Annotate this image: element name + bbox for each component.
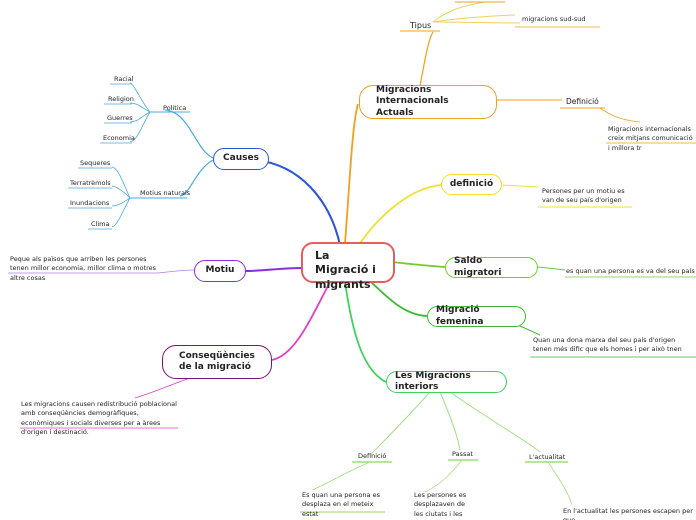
naturals-label[interactable]: Motius naturals <box>140 189 191 197</box>
branch-consequencies[interactable]: Conseqüències de la migració <box>162 345 272 379</box>
branch-femenina-label: Migració femenina <box>436 305 484 327</box>
branch-internacionals-label: Migracions Internacionals Actuals <box>376 85 449 118</box>
branch-consequencies-label: Conseqüències de la migració <box>179 350 255 372</box>
interiors-passat-text[interactable]: Les persones es desplazaven de les ciuta… <box>414 491 467 520</box>
branch-internacionals[interactable]: Migracions Internacionals Actuals <box>359 85 497 119</box>
edge-pol-economia <box>129 111 151 143</box>
femenina-text[interactable]: Quan una dona marxa del seu país d'orige… <box>533 336 682 356</box>
edge-interiors-passat-text <box>424 459 463 493</box>
interiors-definicio-label[interactable]: Definició <box>358 452 387 460</box>
branch-interiors[interactable]: Les Migracions interiors <box>386 371 507 393</box>
edge-int-tipus <box>419 31 434 87</box>
edge-interiors-actualitat <box>449 391 541 453</box>
edge-nat-sequeres <box>111 166 131 199</box>
edge-motiu-text <box>157 269 195 274</box>
politica-item-religion[interactable]: Religion <box>108 95 134 103</box>
edge-nat-inundacions <box>111 197 131 207</box>
tipus-label[interactable]: Tipus <box>410 21 432 30</box>
edge-cons-text <box>134 377 191 399</box>
politica-item-racial[interactable]: Racial <box>114 75 134 83</box>
interiors-definicio-text[interactable]: Es quan una persona es desplaza en el me… <box>302 491 380 518</box>
edge-saldo-text <box>537 266 566 271</box>
edge-definicio <box>359 184 442 244</box>
interiors-passat-label[interactable]: Passat <box>452 450 473 458</box>
edge-pol-religion <box>129 102 151 113</box>
branch-interiors-label: Les Migracions interiors <box>395 370 471 392</box>
branch-definicio-label: definició <box>449 178 494 189</box>
central-topic-label: La Migració i migrants <box>315 249 376 291</box>
edge-interiors-passat <box>439 391 461 451</box>
motiu-text[interactable]: Peque als països que arriben les persone… <box>10 255 157 282</box>
branch-definicio[interactable]: definició <box>441 174 502 195</box>
branch-saldo[interactable]: Saldo migratori <box>445 256 538 278</box>
politica-item-economia[interactable]: Economia <box>103 134 135 142</box>
branch-causes-label: Causes <box>223 153 259 164</box>
central-topic[interactable]: La Migració i migrants <box>301 242 395 291</box>
edge-tipus-up-1 <box>432 1 486 23</box>
branch-motiu[interactable]: Motiu <box>194 260 246 282</box>
edge-internacionals <box>344 103 359 244</box>
interiors-actualitat-label[interactable]: L'actualitat <box>529 453 566 461</box>
edge-tipus-up-2 <box>432 14 516 23</box>
internacionals-definicio-label[interactable]: Definició <box>566 97 599 106</box>
branch-motiu-label: Motiu <box>205 265 235 276</box>
politica-label[interactable]: Politica <box>163 104 187 112</box>
edge-interiors-definicio <box>369 391 431 456</box>
politica-item-guerres[interactable]: Guerres <box>107 114 133 122</box>
internacionals-definicio-text[interactable]: Migracions internacionals creix mitjans … <box>608 125 693 152</box>
edge-int-def-text <box>599 107 641 123</box>
edge-def-text <box>501 184 539 188</box>
edge-pol-guerres <box>129 111 151 123</box>
branch-causes[interactable]: Causes <box>213 148 269 170</box>
edge-interiors <box>344 281 387 383</box>
branch-femenina[interactable]: Migració femenina <box>427 305 526 327</box>
consequencies-text[interactable]: Les migracions causen redistribució pobl… <box>21 400 177 437</box>
edge-femenina <box>369 280 428 317</box>
saldo-text[interactable]: es quan una persona es va del seu país d… <box>566 267 696 275</box>
tipus-item-migracions-sud-sud[interactable]: migracions sud-sud <box>522 15 586 23</box>
interiors-actualitat-text[interactable]: En l'actualitat les persones escapen per… <box>563 507 693 520</box>
naturals-item-inundacions[interactable]: Inundacions <box>70 199 110 207</box>
edge-nat-clima <box>111 197 131 228</box>
naturals-item-clima[interactable]: Clima <box>91 220 110 228</box>
edge-tipus-item <box>432 21 521 24</box>
definicio-text[interactable]: Persones per un motiu es van de seu país… <box>542 187 625 205</box>
branch-saldo-label: Saldo migratori <box>454 256 502 278</box>
edge-interiors-def-text <box>311 461 371 491</box>
edge-consequencies <box>271 281 331 361</box>
naturals-item-sequeres[interactable]: Sequeres <box>80 159 111 167</box>
edge-causes <box>255 159 341 246</box>
edge-saldo <box>391 261 446 268</box>
edge-motiu <box>244 267 303 272</box>
edge-causes-naturals <box>179 159 214 197</box>
edge-causes-politica <box>164 109 214 159</box>
edge-interiors-actualitat-text <box>547 461 573 506</box>
naturals-item-terratremols[interactable]: Terratrèmols <box>70 179 111 187</box>
edge-nat-terratremols <box>111 185 131 199</box>
